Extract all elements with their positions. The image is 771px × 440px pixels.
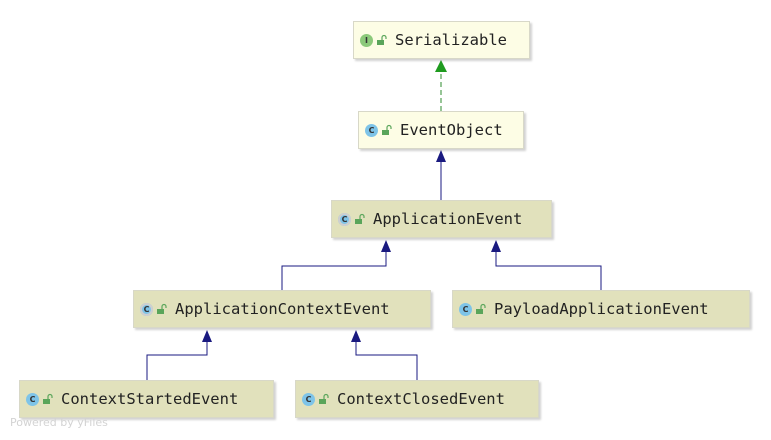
lock-open-icon xyxy=(355,213,365,224)
arrowhead-extends xyxy=(381,240,391,252)
node-label: ContextClosedEvent xyxy=(337,390,505,408)
abstract-class-icon: C xyxy=(140,302,153,316)
arrowhead-extends xyxy=(491,240,501,252)
class-icon: C xyxy=(26,392,39,406)
lock-open-icon xyxy=(377,34,387,45)
node-payloadapplicationevent[interactable]: C PayloadApplicationEvent xyxy=(452,290,750,328)
node-label: ApplicationContextEvent xyxy=(175,300,390,318)
node-label: PayloadApplicationEvent xyxy=(494,300,709,318)
edge-applicationcontextevent-applicationevent xyxy=(281,252,387,290)
edge-payloadapplicationevent-applicationevent xyxy=(495,252,602,290)
powered-by-footer: Powered by yFiles xyxy=(10,416,108,429)
arrowhead-implements xyxy=(435,60,447,72)
class-icon: C xyxy=(459,302,472,316)
node-contextclosedevent[interactable]: C ContextClosedEvent xyxy=(295,380,539,418)
edge-contextstartedevent-applicationcontextevent xyxy=(146,342,208,380)
class-icon: C xyxy=(365,123,378,137)
node-label: ApplicationEvent xyxy=(373,210,523,228)
interface-icon: I xyxy=(360,33,373,47)
node-contextstartedevent[interactable]: C ContextStartedEvent xyxy=(19,380,274,418)
lock-open-icon xyxy=(43,393,53,404)
node-serializable[interactable]: I Serializable xyxy=(353,21,530,59)
edge-contextclosedevent-applicationcontextevent xyxy=(355,342,418,380)
node-eventobject[interactable]: C EventObject xyxy=(358,111,524,149)
lock-open-icon xyxy=(476,303,486,314)
lock-open-icon xyxy=(157,303,167,314)
node-applicationcontextevent[interactable]: C ApplicationContextEvent xyxy=(133,290,431,328)
arrowhead-extends xyxy=(202,330,212,342)
arrowhead-extends xyxy=(436,150,446,162)
node-label: Serializable xyxy=(395,31,507,49)
lock-open-icon xyxy=(382,124,392,135)
lock-open-icon xyxy=(319,393,329,404)
abstract-class-icon: C xyxy=(338,212,351,226)
class-icon: C xyxy=(302,392,315,406)
node-applicationevent[interactable]: C ApplicationEvent xyxy=(331,200,552,238)
arrowhead-extends xyxy=(351,330,361,342)
node-label: EventObject xyxy=(400,121,503,139)
node-label: ContextStartedEvent xyxy=(61,390,239,408)
